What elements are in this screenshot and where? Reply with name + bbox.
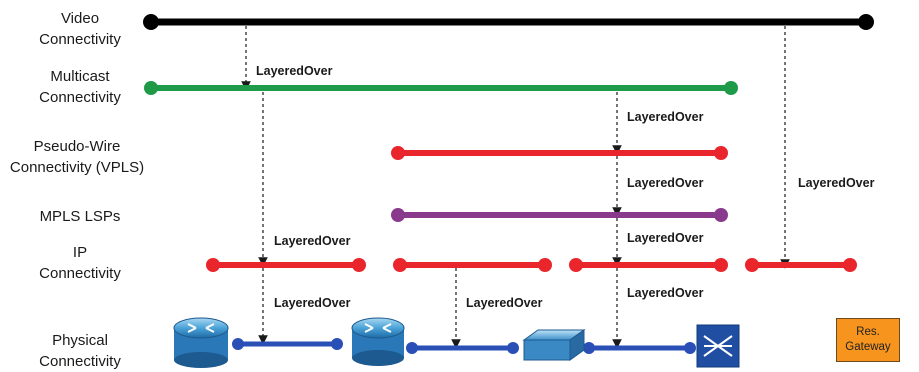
mpls-endpoint — [714, 208, 728, 222]
ip-endpoint — [843, 258, 857, 272]
video-endpoint — [858, 14, 874, 30]
residential-gateway: Res. Gateway — [836, 318, 900, 362]
multicast-endpoint — [724, 81, 738, 95]
ip-endpoint — [352, 258, 366, 272]
layer-label-pseudowire: Pseudo-Wire Connectivity (VPLS) — [9, 138, 145, 176]
ip-endpoint — [569, 258, 583, 272]
ip-endpoint — [714, 258, 728, 272]
physical-endpoint — [331, 338, 343, 350]
physical-endpoint — [684, 342, 696, 354]
layered-over-label: LayeredOver — [627, 176, 704, 190]
layered-over-label: LayeredOver — [627, 231, 704, 245]
cross-connect-icon — [696, 324, 740, 368]
layered-over-label: LayeredOver — [466, 296, 543, 310]
layer-label-physical: Physical Connectivity — [39, 332, 121, 370]
layered-over-label: LayeredOver — [274, 296, 351, 310]
ip-endpoint — [393, 258, 407, 272]
ip-endpoint — [538, 258, 552, 272]
physical-endpoint — [406, 342, 418, 354]
router-icon — [173, 317, 229, 368]
layered-over-label: LayeredOver — [627, 286, 704, 300]
layer-label-video: Video Connectivity — [39, 10, 121, 48]
ip-endpoint — [745, 258, 759, 272]
ip-endpoint — [206, 258, 220, 272]
layered-over-label: LayeredOver — [627, 110, 704, 124]
physical-endpoint — [507, 342, 519, 354]
physical-endpoint — [583, 342, 595, 354]
multicast-endpoint — [144, 81, 158, 95]
pseudowire-endpoint — [391, 146, 405, 160]
router-icon — [351, 317, 405, 366]
video-endpoint — [143, 14, 159, 30]
layer-label-ip: IP Connectivity — [39, 244, 121, 282]
layered-over-label: LayeredOver — [274, 234, 351, 248]
physical-endpoint — [232, 338, 244, 350]
layered-over-label: LayeredOver — [798, 176, 875, 190]
layer-label-mpls: MPLS LSPs — [39, 208, 121, 225]
layered-over-label: LayeredOver — [256, 64, 333, 78]
layer-label-multicast: Multicast Connectivity — [39, 68, 121, 106]
pseudowire-endpoint — [714, 146, 728, 160]
mpls-endpoint — [391, 208, 405, 222]
switch-icon — [522, 329, 586, 361]
